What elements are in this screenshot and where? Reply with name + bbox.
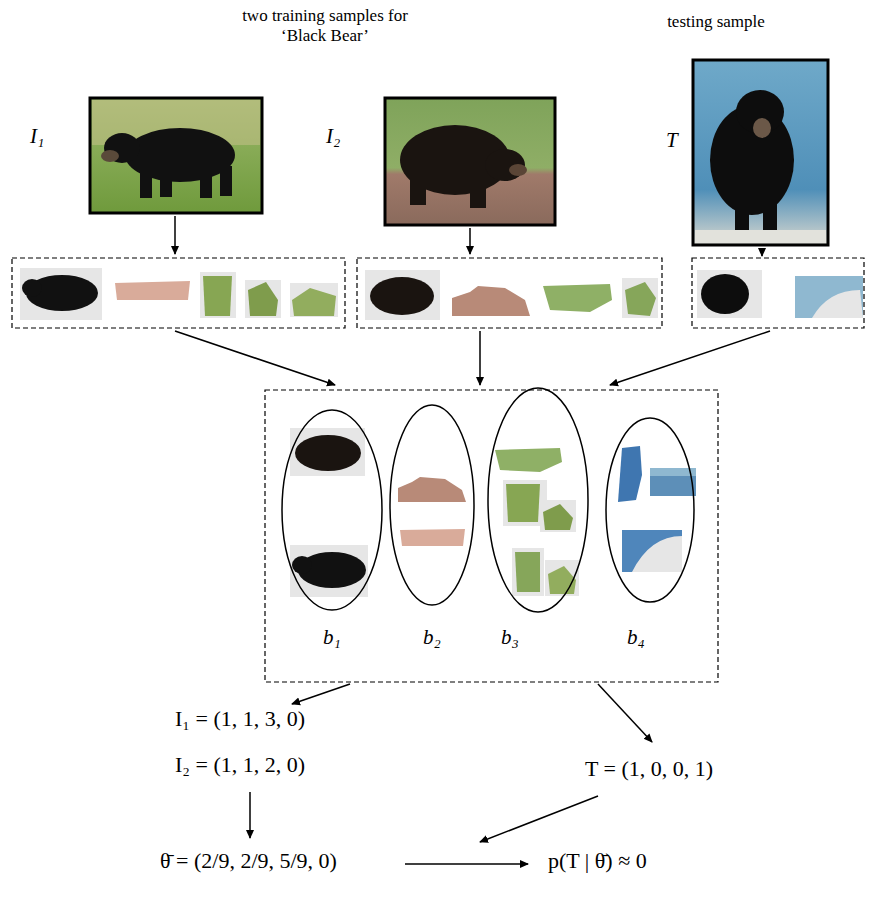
image-segments: [292, 288, 336, 316]
photo-i2: [509, 164, 527, 176]
cluster-segments: [515, 552, 540, 592]
caption-text: testing sample: [667, 12, 765, 32]
segment-box: [12, 258, 864, 328]
cluster-segments: [622, 530, 682, 572]
arrow: [249, 792, 251, 838]
ellipse-outline: [488, 388, 588, 612]
cluster-ellipse: b₄: [603, 415, 697, 657]
caption-text: two training samples for ‘Black Bear’: [223, 6, 428, 45]
photo-i2: [385, 98, 555, 225]
photo-i2: [470, 180, 486, 208]
ellipse-outline: [603, 415, 697, 605]
photo-i1: [101, 150, 119, 162]
cluster-segments: [543, 504, 573, 530]
cluster-segments: [400, 529, 465, 546]
image-segments: [203, 276, 232, 316]
image-segments: [701, 274, 749, 314]
photo-t: [693, 60, 828, 245]
probability-formula: p(T | θ̄) ≈ 0: [548, 848, 647, 873]
ellipse-outline: [606, 418, 694, 602]
photo-i2: [385, 98, 555, 225]
segment-box: [357, 258, 662, 328]
image-segments: [290, 283, 338, 317]
cluster-segments: [548, 566, 576, 594]
image-segments: [622, 278, 658, 318]
arrow: [598, 684, 652, 742]
cluster-ellipse: b₂: [387, 402, 477, 657]
arrow: [175, 331, 770, 385]
photo-i1: [160, 170, 172, 197]
image-segments: [543, 284, 612, 312]
segment-box: [12, 258, 345, 328]
segment-box: [692, 258, 864, 328]
ellipse-outline: [485, 385, 591, 615]
photo-i1: [90, 98, 262, 213]
image-label: T: [666, 128, 678, 152]
ellipse-outline: [387, 402, 477, 608]
arrow: [761, 248, 763, 256]
vector-formula: T = (1, 0, 0, 1): [585, 756, 713, 781]
image-segments: [370, 277, 434, 315]
cluster-label: b₃: [457, 625, 563, 650]
cluster-segments: [290, 428, 365, 476]
ellipse-outline: [279, 407, 385, 613]
arrow: [175, 331, 335, 385]
photo-t: [735, 195, 749, 233]
photo-t: [763, 195, 777, 233]
photo-i1: [200, 168, 212, 198]
image-segments: [20, 268, 102, 320]
image-segments: [697, 270, 762, 318]
arrow: [469, 228, 471, 254]
photo-i1: [90, 98, 262, 213]
cluster-segments: [295, 435, 361, 471]
vector-formula: I₂ = (1, 1, 2, 0): [175, 752, 305, 777]
arrow: [405, 863, 528, 865]
cluster-segments: [622, 530, 682, 572]
image-segments: [20, 268, 863, 320]
photo-t: [753, 118, 771, 138]
cluster-segments: [512, 548, 544, 596]
cluster-label: b₁: [279, 625, 385, 650]
image-segments: [200, 272, 236, 318]
arrow: [610, 331, 770, 385]
cluster-segments: [292, 556, 312, 574]
image-segments: [452, 286, 530, 316]
image-segments: [115, 281, 190, 300]
image-segments: [625, 282, 656, 316]
photo-t: [695, 230, 826, 243]
cluster-ellipse: b₃: [485, 385, 591, 657]
image-segments: [365, 270, 440, 320]
cluster-segments: [495, 448, 562, 472]
cluster-segments: [650, 468, 696, 496]
image-segments: [812, 290, 863, 318]
image-label: I₂: [326, 124, 340, 148]
cluster-box: [265, 390, 718, 682]
ellipse-outline: [390, 405, 474, 605]
photo-i1: [140, 168, 152, 198]
photo-i1: [220, 166, 232, 196]
ellipse-outline: [282, 410, 382, 610]
cluster-ellipse: b₁: [279, 407, 385, 657]
arrow: [292, 684, 350, 704]
image-segments: [248, 282, 278, 316]
arrow: [175, 216, 762, 256]
image-label: I₁: [30, 124, 44, 148]
arrow: [480, 796, 598, 842]
cluster-segments: [506, 484, 540, 522]
photo-t: [693, 60, 828, 245]
cluster-segments: [618, 446, 642, 502]
vector-formula: θ̄ = (2/9, 2/9, 5/9, 0): [160, 848, 337, 873]
image-segments: [22, 279, 42, 297]
cluster-segments: [540, 500, 576, 532]
cluster-segments: [398, 477, 466, 502]
arrow: [174, 216, 176, 254]
image-segments: [795, 276, 863, 318]
cluster-label: b₄: [589, 625, 683, 650]
photo-i2: [410, 175, 426, 205]
image-segments: [245, 280, 281, 318]
arrow: [479, 331, 481, 385]
cluster-label: b₂: [387, 625, 477, 650]
vector-formula: I₁ = (1, 1, 3, 0): [175, 706, 305, 731]
